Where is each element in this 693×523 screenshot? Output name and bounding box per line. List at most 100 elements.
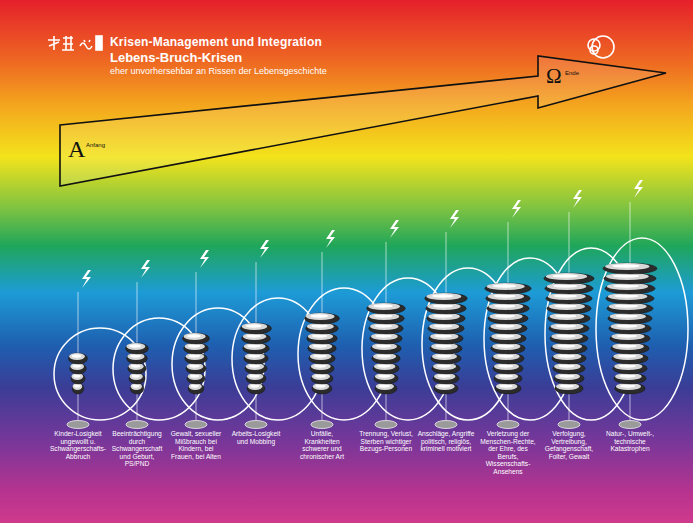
spiral-coil-shine (315, 374, 326, 377)
spiral-coil (603, 263, 657, 274)
spiral-coil (374, 373, 398, 384)
spiral-coil (430, 343, 462, 354)
spiral-coil (306, 323, 339, 334)
lightning-bolt (260, 240, 269, 258)
spiral-coil (127, 353, 148, 364)
spiral-coil (495, 383, 521, 394)
crisis-loop (54, 328, 146, 420)
start-letter: A (68, 136, 85, 163)
spiral-coil-shine (616, 324, 637, 327)
spiral-coil (489, 323, 527, 334)
crisis-label: Unfälle, Krankheiten schwerer und chroni… (293, 430, 351, 460)
spiral-coil-shine (247, 334, 261, 337)
spiral-coil (71, 373, 85, 384)
spiral-coil-shine (315, 384, 325, 387)
crisis-base: Beeinträchtigung durch Schwangerschaft u… (108, 419, 166, 468)
title: Krisen-Management und Integration (110, 35, 322, 49)
spiral-coil-shine (554, 294, 577, 297)
spiral-coil-shine (250, 384, 259, 387)
logo-right (588, 36, 614, 58)
spiral-coil-shine (189, 364, 199, 367)
end-label: Ende (565, 70, 579, 76)
spiral-coil-shine (249, 364, 260, 367)
spiral-coil (305, 313, 340, 324)
spiral-coil-highlight (426, 293, 461, 300)
start-label: Anfang (86, 142, 105, 148)
spiral-coil (490, 333, 526, 344)
spiral-coil (130, 383, 144, 394)
spiral-coil-shine (620, 384, 635, 387)
spiral-coil (552, 353, 586, 364)
crisis-base: Arbeits-Losigkeit und Mobbing (227, 419, 285, 445)
spiral-coil (610, 333, 650, 344)
spiral-coil-shine (246, 324, 261, 327)
base-disc (65, 419, 91, 430)
spiral-coil (485, 283, 531, 294)
spiral-coil-shine (73, 364, 81, 367)
spiral-coil (372, 353, 400, 364)
spiral-coil-shine (189, 354, 200, 357)
subtitle: Lebens-Bruch-Krisen (110, 50, 242, 65)
spiral-coil-shine (617, 334, 637, 337)
spiral-coil-shine (249, 374, 259, 377)
spiral-coil (544, 273, 594, 284)
spiral-coil-shine (496, 334, 514, 337)
base-disc-shape (245, 421, 267, 429)
spiral-coil (549, 323, 589, 334)
spiral-coil (244, 353, 268, 364)
spiral-coil-highlight (242, 323, 267, 330)
base-disc (556, 419, 582, 430)
spiral-coil-shine (378, 374, 390, 377)
lightning-bolt (82, 270, 91, 288)
spiral-coil-shine (553, 284, 577, 287)
spiral-coil (311, 373, 333, 384)
crisis-label: Trennung, Verlust, Sterben wichtiger Bez… (357, 430, 415, 453)
spiral-coil-shine (614, 284, 639, 287)
spiral-coil-shine (133, 384, 140, 387)
spiral-coil-shine (312, 334, 327, 337)
spiral-coil-highlight (487, 283, 525, 290)
spiral-coil (72, 383, 84, 394)
lightning-bolt (634, 180, 643, 198)
base-disc-shape (497, 421, 519, 429)
logo-left (48, 36, 102, 50)
spiral-coil (607, 303, 653, 314)
spiral-coil-shine (188, 344, 200, 347)
spiral-coil-shine (496, 324, 515, 327)
spiral-coil-highlight (546, 273, 587, 280)
spiral-coil (432, 363, 460, 374)
spiral-coil (494, 373, 522, 384)
crisis-base: Kinder-Losigkeit ungewollt u. Schwangers… (49, 419, 107, 460)
crisis-label: Beeinträchtigung durch Schwangerschaft u… (108, 430, 166, 468)
spiral-coil (434, 383, 458, 394)
crisis-base: Gewalt, sexueller Mißbrauch bei Kindern,… (167, 419, 225, 460)
crisis-loop (172, 308, 264, 420)
spiral-coil (186, 363, 206, 374)
spiral-coil (615, 383, 645, 394)
spiral-coil (486, 293, 530, 304)
spiral-coil-shine (379, 384, 390, 387)
spiral-coil-shine (436, 354, 451, 357)
spiral-coil-highlight (126, 343, 145, 350)
time-arrow (60, 56, 666, 186)
base-disc (495, 419, 521, 430)
lightning-bolt (141, 260, 150, 278)
spiral-coil (426, 303, 467, 314)
spiral-coil-shine (615, 304, 638, 307)
spiral-coil (312, 383, 332, 394)
spiral-coil (125, 343, 148, 354)
base-disc-shape (435, 421, 457, 429)
spiral-coil-shine (557, 334, 576, 337)
spiral-coil-highlight (184, 333, 206, 340)
spiral-coil-shine (190, 374, 199, 377)
spiral-coil-shine (373, 304, 392, 307)
spiral-coil-shine (499, 384, 512, 387)
crisis-base: Verfolgung, Vertreibung, Gefangenschaft,… (540, 419, 598, 460)
spiral-coil-highlight (368, 303, 400, 310)
spiral-coil-shine (619, 374, 635, 377)
spiral-coil-shine (616, 314, 638, 317)
crisis-label: Natur-, Umwelt-, technische Katastrophen (601, 430, 659, 453)
spiral-coil (428, 323, 464, 334)
spiral-coil-shine (311, 314, 328, 317)
spiral-coil-shine (375, 334, 391, 337)
